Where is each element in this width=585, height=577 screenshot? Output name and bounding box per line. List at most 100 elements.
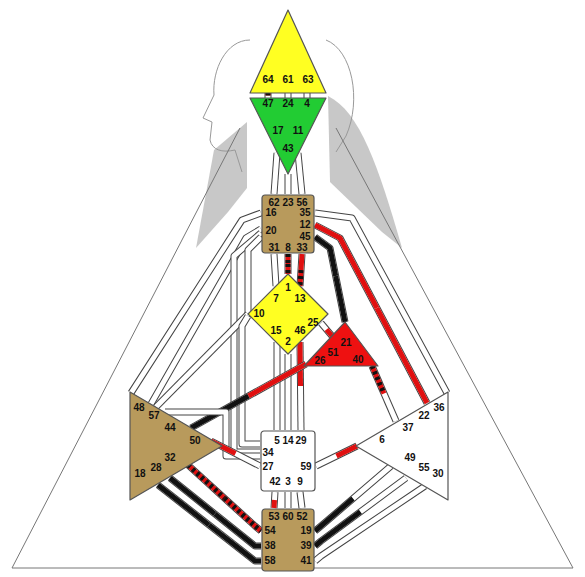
channel-stroke bbox=[285, 492, 292, 508]
gate-number: 27 bbox=[262, 462, 273, 472]
channel-stroke bbox=[242, 316, 260, 444]
channel-stroke bbox=[286, 264, 291, 274]
channel-stroke bbox=[286, 254, 291, 264]
channel-line bbox=[300, 254, 302, 286]
channel-stroke bbox=[274, 492, 275, 508]
channel-stroke bbox=[336, 276, 345, 322]
gate-number: 7 bbox=[273, 294, 279, 304]
solar-plexus-center: 3622376495530 bbox=[354, 390, 454, 502]
gate-number: 26 bbox=[314, 356, 325, 366]
gate-number: 28 bbox=[150, 463, 161, 473]
shoulder-shade bbox=[328, 96, 402, 248]
channel-stroke bbox=[156, 314, 248, 407]
channel-line bbox=[268, 93, 269, 98]
center-outline bbox=[248, 274, 328, 354]
channel-line bbox=[321, 323, 332, 336]
channel-stroke bbox=[327, 330, 333, 337]
channel-stroke bbox=[337, 446, 358, 456]
gate-number: 40 bbox=[352, 355, 363, 365]
gate-number: 52 bbox=[296, 512, 307, 522]
gate-number: 41 bbox=[300, 556, 311, 566]
channel-line bbox=[288, 254, 289, 274]
center-outline bbox=[262, 509, 314, 571]
gate-number: 59 bbox=[300, 462, 311, 472]
gate-number: 31 bbox=[268, 243, 279, 253]
gate-number: 3 bbox=[285, 477, 291, 487]
channel-line bbox=[315, 486, 425, 561]
gate-number: 23 bbox=[282, 198, 293, 208]
gate-number: 20 bbox=[265, 226, 276, 236]
channel-stroke bbox=[286, 93, 291, 98]
channel-stroke bbox=[298, 153, 302, 194]
channel-stroke bbox=[274, 254, 276, 286]
channel-stroke bbox=[286, 354, 291, 430]
gate-number: 35 bbox=[299, 208, 310, 218]
center-outline bbox=[304, 322, 378, 366]
channel-line bbox=[274, 492, 275, 508]
gate-number: 5 bbox=[274, 436, 280, 446]
channel-stroke bbox=[170, 478, 261, 546]
gate-number: 60 bbox=[282, 512, 293, 522]
channel-stroke bbox=[266, 93, 271, 98]
gate-number: 25 bbox=[307, 318, 318, 328]
gate-number: 9 bbox=[297, 477, 303, 487]
channel-line bbox=[170, 478, 261, 546]
channel-line bbox=[274, 254, 276, 286]
gate-number: 39 bbox=[300, 541, 311, 551]
gate-number: 15 bbox=[270, 326, 281, 336]
throat-center: 622356163512204531833 bbox=[261, 194, 315, 254]
ajna-center: 47244171143 bbox=[248, 96, 328, 176]
channel-stroke bbox=[158, 485, 261, 561]
channel-stroke bbox=[315, 225, 377, 308]
channel-stroke bbox=[298, 153, 302, 194]
channel-line bbox=[242, 316, 260, 444]
gate-number: 44 bbox=[164, 423, 175, 433]
gate-number: 48 bbox=[133, 403, 144, 413]
channel-stroke bbox=[285, 93, 292, 98]
gate-number: 2 bbox=[285, 337, 291, 347]
channel-stroke bbox=[285, 354, 292, 430]
channel-stroke bbox=[316, 446, 357, 466]
channel-stroke bbox=[274, 492, 275, 508]
channel-stroke bbox=[300, 492, 302, 508]
head-silhouette bbox=[203, 40, 250, 172]
channel-stroke bbox=[234, 233, 261, 452]
gate-number: 11 bbox=[293, 126, 304, 136]
channel-line bbox=[288, 174, 289, 194]
channel-stroke bbox=[286, 254, 291, 264]
gate-number: 50 bbox=[189, 436, 200, 446]
gate-number: 36 bbox=[433, 403, 444, 413]
gate-number: 53 bbox=[268, 512, 279, 522]
gate-number: 43 bbox=[282, 144, 293, 154]
gate-number: 34 bbox=[262, 448, 273, 458]
center-outline bbox=[250, 10, 326, 93]
channel-stroke bbox=[234, 233, 261, 452]
channel-stroke bbox=[274, 153, 277, 194]
gate-number: 12 bbox=[299, 220, 310, 230]
gate-number: 13 bbox=[294, 294, 305, 304]
channel-stroke bbox=[209, 525, 261, 561]
channel-line bbox=[316, 446, 357, 466]
gate-number: 47 bbox=[262, 99, 273, 109]
channel-stroke bbox=[265, 93, 272, 98]
channel-stroke bbox=[372, 366, 384, 394]
channel-stroke bbox=[158, 485, 209, 525]
channel-line bbox=[274, 153, 277, 194]
gate-number: 46 bbox=[294, 326, 305, 336]
channel-stroke bbox=[305, 93, 310, 98]
gate-number: 19 bbox=[300, 526, 311, 536]
center-outline bbox=[250, 98, 326, 174]
channel-stroke bbox=[170, 478, 261, 546]
gate-number: 56 bbox=[296, 198, 307, 208]
channel-stroke bbox=[300, 342, 301, 430]
channel-stroke bbox=[372, 366, 396, 421]
gate-number: 16 bbox=[265, 208, 276, 218]
channel-line bbox=[288, 492, 289, 508]
channel-stroke bbox=[304, 93, 311, 98]
gate-number: 8 bbox=[285, 243, 291, 253]
gate-number: 51 bbox=[327, 348, 338, 358]
channel-line bbox=[288, 354, 289, 430]
gate-number: 32 bbox=[164, 453, 175, 463]
channel-stroke bbox=[274, 254, 276, 286]
channel-line bbox=[234, 233, 261, 452]
